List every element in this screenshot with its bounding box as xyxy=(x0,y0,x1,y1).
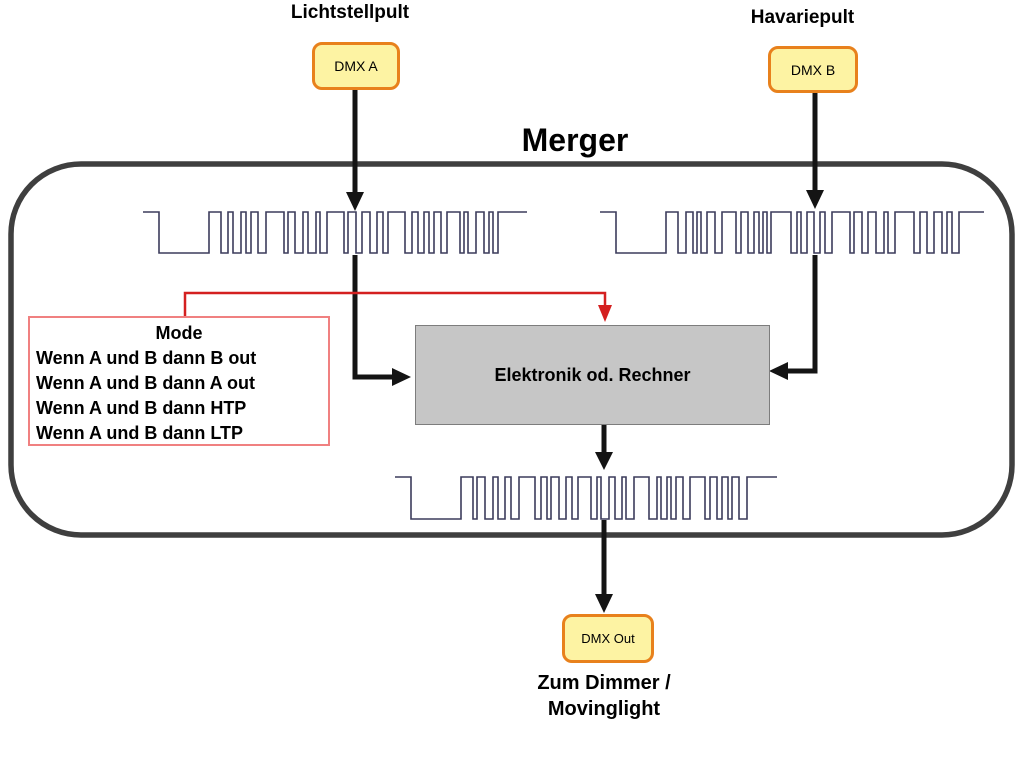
mode-line: Wenn A und B dann LTP xyxy=(36,423,243,443)
arrowhead-dmxout xyxy=(595,594,613,613)
mode-select-arrowhead xyxy=(598,305,612,322)
node-dmx-a: DMX A xyxy=(312,42,400,90)
output-caption: Zum Dimmer / Movinglight xyxy=(478,670,730,722)
processor-box: Elektronik od. Rechner xyxy=(415,325,770,425)
node-dmx-out-label: DMX Out xyxy=(581,631,635,646)
mode-box: Mode Wenn A und B dann B out Wenn A und … xyxy=(28,316,330,446)
label-havariepult: Havariepult xyxy=(750,7,855,28)
arrowhead-dmxa xyxy=(346,192,364,211)
output-caption-line1: Zum Dimmer / xyxy=(537,672,671,694)
arrow-waveb-to-processor xyxy=(788,255,818,374)
mode-line: Wenn A und B dann HTP xyxy=(36,398,247,418)
node-dmx-out: DMX Out xyxy=(562,614,654,663)
output-caption-line2: Movinglight xyxy=(547,698,661,720)
arrowhead-dmxb xyxy=(806,190,824,209)
node-dmx-b-label: DMX B xyxy=(790,61,836,78)
mode-select-line xyxy=(183,291,607,316)
node-dmx-a-label: DMX A xyxy=(334,58,378,74)
mode-line: Wenn A und B dann B out xyxy=(36,348,257,368)
mode-line: Wenn A und B dann A out xyxy=(36,373,255,393)
arrowhead-waveout xyxy=(595,452,613,470)
mode-title: Mode xyxy=(155,323,203,343)
node-dmx-b: DMX B xyxy=(768,46,858,93)
dmx-waveforms xyxy=(143,211,984,520)
merger-title: Merger xyxy=(521,122,629,158)
arrowhead-waveb-processor xyxy=(769,362,788,380)
merger-outline xyxy=(8,161,1015,538)
arrowhead-wavea-processor xyxy=(392,368,411,386)
processor-label: Elektronik od. Rechner xyxy=(494,364,691,385)
waveform-input-a xyxy=(143,211,527,254)
waveform-input-b xyxy=(600,211,984,254)
waveform-output xyxy=(395,476,777,520)
label-lichtstellpult: Lichtstellpult xyxy=(290,2,410,23)
arrow-wavea-to-processor xyxy=(352,255,392,380)
